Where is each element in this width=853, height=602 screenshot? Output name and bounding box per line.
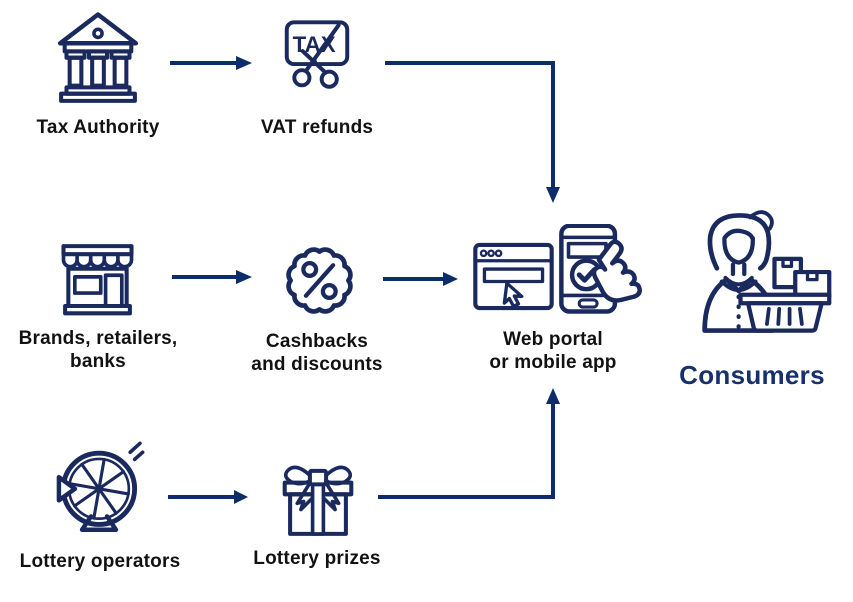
shopper-with-basket-icon (702, 210, 832, 333)
tax-scissors-icon: TAX (284, 20, 350, 89)
label-cashbacks: Cashbacks and discounts (237, 330, 397, 376)
node-hub-phone (556, 224, 656, 315)
label-text-line2: and discounts (251, 354, 383, 376)
label-text-line1: Cashbacks (265, 331, 369, 352)
label-text: Consumers (679, 360, 825, 390)
mobile-phone-tap-icon (559, 224, 642, 314)
label-vat-refunds: VAT refunds (237, 116, 397, 139)
storefront-icon (61, 244, 134, 316)
label-text-line2: or mobile app (489, 352, 617, 374)
label-brands: Brands, retailers, banks (7, 327, 189, 373)
label-text: Lottery operators (19, 551, 181, 572)
prize-wheel-icon (56, 441, 145, 532)
arrowhead-icon (546, 187, 560, 203)
label-tax-authority: Tax Authority (12, 116, 184, 139)
arrowhead-icon (443, 272, 458, 286)
browser-window-icon (473, 242, 554, 311)
arrowhead-icon (546, 388, 560, 404)
arrowhead-icon (234, 490, 248, 504)
gift-box-icon (282, 465, 354, 536)
label-text: Lottery prizes (253, 548, 381, 569)
label-lottery-prizes: Lottery prizes (227, 547, 407, 570)
label-consumers: Consumers (667, 360, 837, 392)
node-hub-browser (472, 240, 555, 313)
arrowhead-icon (236, 56, 252, 70)
label-text-line1: Brands, retailers, (18, 328, 178, 349)
label-hub: Web portal or mobile app (463, 328, 643, 374)
node-vat-refunds: TAX (281, 18, 353, 93)
label-text-line2: banks (70, 351, 126, 373)
percent-badge-icon (286, 247, 353, 314)
node-cashbacks (277, 238, 362, 323)
label-lottery-operators: Lottery operators (10, 550, 190, 573)
node-brands (57, 238, 138, 317)
bank-icon (57, 12, 139, 103)
arrowhead-icon (236, 270, 252, 284)
node-lottery-prizes (273, 452, 363, 538)
label-text-line1: Web portal (503, 329, 603, 350)
label-text: Tax Authority (36, 117, 160, 138)
arrow-vat-to-hub (385, 61, 555, 187)
node-tax-authority (53, 10, 143, 104)
node-lottery-operators (50, 438, 148, 536)
label-text: VAT refunds (260, 117, 374, 138)
node-consumers (682, 206, 833, 338)
arrow-prizes-to-hub (378, 404, 555, 499)
